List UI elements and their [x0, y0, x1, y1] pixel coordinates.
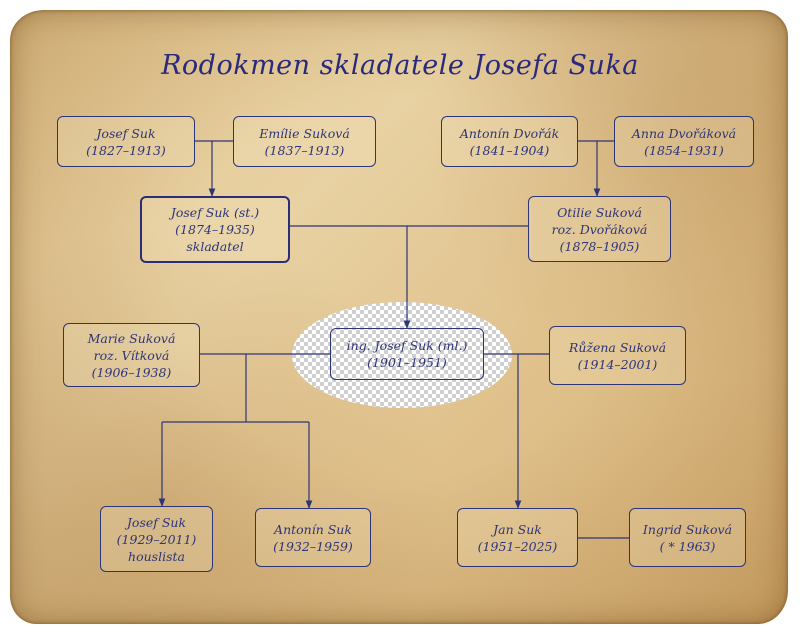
node-ingrid-sukova: Ingrid Suková ( * 1963) — [629, 508, 746, 567]
node-name: Anna Dvořáková — [631, 125, 737, 141]
node-josef-suk-1827: Josef Suk (1827–1913) — [57, 116, 195, 167]
node-dates: (1901–1951) — [367, 355, 447, 370]
node-josef-suk-1929: Josef Suk (1929–2011) houslista — [100, 506, 213, 572]
node-name: Marie Suková — [87, 330, 176, 346]
node-dates: (1878–1905) — [559, 238, 640, 254]
node-dates: ( * 1963) — [659, 538, 716, 554]
node-name: ing. Josef Suk (ml.) — [346, 338, 468, 353]
node-name: Josef Suk — [96, 125, 156, 141]
checkered-oval-highlight — [292, 302, 512, 408]
node-antonin-suk: Antonín Suk (1932–1959) — [255, 508, 371, 567]
node-dates: (1932–1959) — [273, 538, 353, 554]
node-maiden: roz. Dvořáková — [551, 221, 648, 237]
node-jan-suk: Jan Suk (1951–2025) — [457, 508, 578, 567]
node-name: Růžena Suková — [568, 339, 667, 355]
node-anna-dvorakova: Anna Dvořáková (1854–1931) — [614, 116, 754, 167]
node-dates: (1874–1935) — [175, 222, 255, 237]
node-dates: (1906–1938) — [91, 364, 172, 380]
node-dates: (1951–2025) — [477, 538, 558, 554]
node-name: Antonín Dvořák — [459, 125, 560, 141]
diagram-title: Rodokmen skladatele Josefa Suka — [161, 50, 639, 81]
node-name: Emílie Suková — [259, 125, 350, 141]
node-antonin-dvorak: Antonín Dvořák (1841–1904) — [441, 116, 578, 167]
node-dates: (1929–2011) — [116, 531, 197, 547]
node-dates: (1914–2001) — [577, 356, 658, 372]
node-josef-suk-ml: ing. Josef Suk (ml.) (1901–1951) — [330, 328, 484, 380]
node-maiden: roz. Vítková — [93, 347, 170, 363]
node-note: houslista — [128, 548, 185, 564]
node-note: skladatel — [186, 239, 244, 254]
node-name: Jan Suk — [493, 521, 542, 537]
node-dates: (1837–1913) — [264, 142, 345, 158]
node-emilie-sukova: Emílie Suková (1837–1913) — [233, 116, 376, 167]
node-josef-suk-st: Josef Suk (st.) (1874–1935) skladatel — [140, 196, 290, 263]
node-name: Ingrid Suková — [642, 521, 733, 537]
node-name: Josef Suk (st.) — [170, 205, 260, 220]
node-name: Otilie Suková — [557, 204, 642, 220]
node-ruzena-sukova: Růžena Suková (1914–2001) — [549, 326, 686, 385]
node-marie-sukova: Marie Suková roz. Vítková (1906–1938) — [63, 323, 200, 387]
node-dates: (1841–1904) — [469, 142, 550, 158]
node-otilie-sukova: Otilie Suková roz. Dvořáková (1878–1905) — [528, 196, 671, 262]
node-dates: (1827–1913) — [86, 142, 166, 158]
node-name: Josef Suk — [126, 514, 187, 530]
node-name: Antonín Suk — [274, 521, 352, 537]
node-dates: (1854–1931) — [644, 142, 724, 158]
